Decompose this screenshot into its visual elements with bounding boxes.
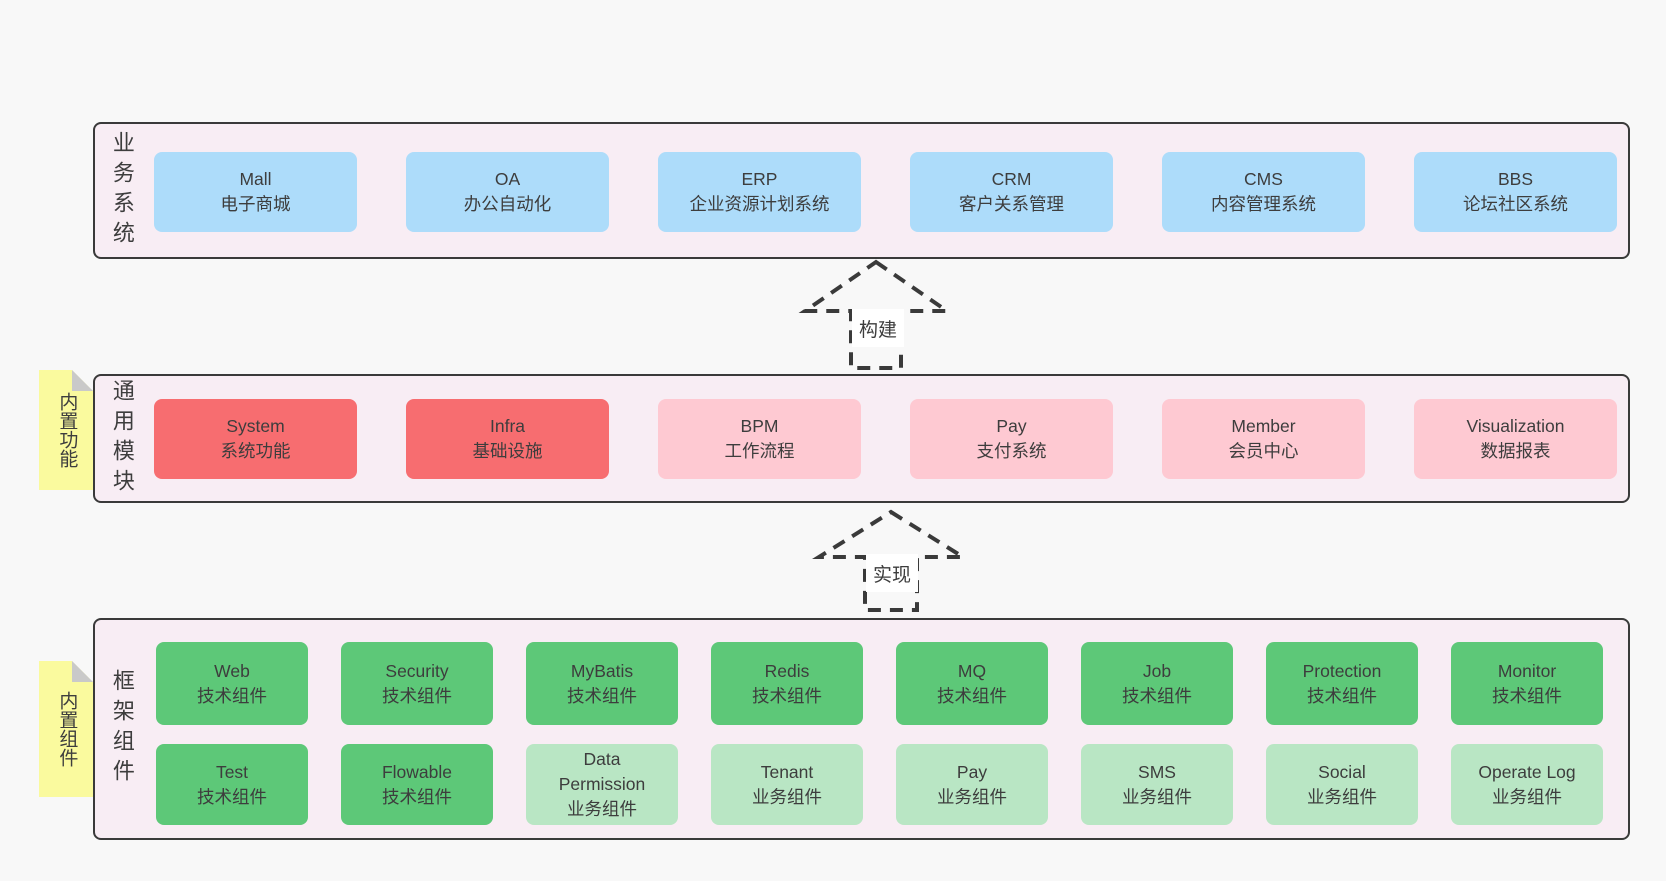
- module-box-mall: Mall 电子商城: [154, 152, 357, 232]
- module-box-oa: OA 办公自动化: [406, 152, 609, 232]
- module-box-title: Pay: [996, 416, 1027, 437]
- module-box-title: ERP: [741, 169, 778, 190]
- module-box-mybatis: MyBatis 技术组件: [526, 642, 678, 725]
- module-box-title: Security: [385, 660, 449, 681]
- module-box-subtitle: 业务组件: [567, 798, 637, 819]
- module-box-pay: Pay 支付系统: [910, 399, 1113, 479]
- module-box-subtitle: 办公自动化: [463, 194, 552, 214]
- module-box-visualization: Visualization 数据报表: [1414, 399, 1617, 479]
- module-box-subtitle: 电子商城: [220, 194, 291, 214]
- module-box-subtitle: 业务组件: [937, 786, 1007, 807]
- module-box-title: Protection: [1302, 660, 1382, 681]
- band-common-modules: 通用模块 System 系统功能 Infra 基础设施 BPM 工作流程 Pay 支付系统 Me…: [93, 374, 1630, 503]
- module-box-social: Social 业务组件: [1266, 744, 1418, 825]
- module-box-tenant: Tenant 业务组件: [711, 744, 863, 825]
- band-label-business-systems: 业务系统: [109, 130, 135, 251]
- module-box-monitor: Monitor 技术组件: [1451, 642, 1603, 725]
- module-box-cms: CMS 内容管理系统: [1162, 152, 1365, 232]
- module-box-pay: Pay 业务组件: [896, 744, 1048, 825]
- module-box-title: System: [226, 416, 285, 437]
- module-box-subtitle: 工作流程: [724, 441, 795, 461]
- module-box-subtitle: 会员中心: [1228, 441, 1299, 461]
- module-box-title: SMS: [1138, 761, 1176, 782]
- module-box-title: CRM: [991, 169, 1032, 190]
- module-box-title: Job: [1142, 660, 1172, 681]
- module-box-subtitle: 技术组件: [752, 685, 822, 706]
- module-box-subtitle: 内容管理系统: [1211, 194, 1316, 214]
- module-box-infra: Infra 基础设施: [406, 399, 609, 479]
- module-box-operate-log: Operate Log 业务组件: [1451, 744, 1603, 825]
- module-box-title: Operate Log: [1478, 761, 1576, 782]
- module-box-erp: ERP 企业资源计划系统: [658, 152, 861, 232]
- module-box-subtitle: 技术组件: [1122, 685, 1192, 706]
- module-box-subtitle: 系统功能: [220, 441, 291, 461]
- module-box-subtitle: 支付系统: [976, 441, 1047, 461]
- module-box-subtitle: 企业资源计划系统: [689, 194, 830, 214]
- module-box-subtitle: 业务组件: [752, 786, 822, 807]
- module-box-subtitle: 业务组件: [1492, 786, 1562, 807]
- module-box-data-permission: Data Permission 业务组件: [526, 744, 678, 825]
- module-box-job: Job 技术组件: [1081, 642, 1233, 725]
- module-box-title: Pay: [956, 761, 988, 782]
- module-box-title: Visualization: [1466, 416, 1565, 437]
- module-box-subtitle: 技术组件: [197, 685, 267, 706]
- module-box-web: Web 技术组件: [156, 642, 308, 725]
- module-box-subtitle: 技术组件: [382, 685, 452, 706]
- module-box-sms: SMS 业务组件: [1081, 744, 1233, 825]
- module-box-subtitle: 客户关系管理: [959, 194, 1064, 214]
- module-box-subtitle: 论坛社区系统: [1463, 194, 1568, 214]
- module-box-subtitle: 数据报表: [1480, 441, 1551, 461]
- module-box-bpm: BPM 工作流程: [658, 399, 861, 479]
- module-box-title: Member: [1231, 416, 1296, 437]
- sticky-fold-icon: [72, 661, 93, 682]
- module-box-security: Security 技术组件: [341, 642, 493, 725]
- module-box-title: Redis: [764, 660, 810, 681]
- module-box-mq: MQ 技术组件: [896, 642, 1048, 725]
- module-box-title: Tenant: [760, 761, 814, 782]
- module-box-title: Flowable: [381, 761, 453, 782]
- box-row: System 系统功能 Infra 基础设施 BPM 工作流程 Pay 支付系统 Member 会…: [154, 399, 1628, 479]
- band-business-systems: 业务系统 Mall 电子商城 OA 办公自动化 ERP 企业资源计划系统 CRM 客户关系管理…: [93, 122, 1630, 259]
- module-box-subtitle: 技术组件: [382, 786, 452, 807]
- module-box-title: Social: [1318, 761, 1366, 782]
- module-box-title: Infra: [489, 416, 526, 437]
- module-box-title: Web: [214, 660, 250, 681]
- sticky-fold-icon: [72, 370, 93, 391]
- module-box-title: MQ: [957, 660, 987, 681]
- arrow-label-build: 构建: [852, 309, 904, 347]
- module-box-subtitle: 技术组件: [197, 786, 267, 807]
- module-box-title: BBS: [1497, 169, 1534, 190]
- module-box-subtitle: 技术组件: [937, 685, 1007, 706]
- module-box-title: Monitor: [1497, 660, 1557, 681]
- module-box-system: System 系统功能: [154, 399, 357, 479]
- module-box-bbs: BBS 论坛社区系统: [1414, 152, 1617, 232]
- arrow-label-implement: 实现: [866, 554, 918, 592]
- module-box-crm: CRM 客户关系管理: [910, 152, 1113, 232]
- module-box-title: BPM: [740, 416, 779, 437]
- module-box-title: Data Permission: [558, 749, 646, 795]
- band-label-framework-components: 框架组件: [109, 669, 135, 789]
- module-box-subtitle: 业务组件: [1307, 786, 1377, 807]
- sticky-note-built-in-components: 内置组件: [39, 661, 93, 797]
- module-box-title: Mall: [239, 169, 272, 190]
- module-box-member: Member 会员中心: [1162, 399, 1365, 479]
- module-box-subtitle: 技术组件: [1307, 685, 1377, 706]
- module-box-title: MyBatis: [570, 660, 634, 681]
- band-label-common-modules: 通用模块: [109, 378, 135, 499]
- module-box-title: Test: [215, 761, 249, 782]
- module-box-protection: Protection 技术组件: [1266, 642, 1418, 725]
- box-row: Mall 电子商城 OA 办公自动化 ERP 企业资源计划系统 CRM 客户关系管理 CMS 内容…: [154, 152, 1628, 232]
- module-box-title: OA: [494, 169, 521, 190]
- module-box-subtitle: 业务组件: [1122, 786, 1192, 807]
- module-box-redis: Redis 技术组件: [711, 642, 863, 725]
- module-box-subtitle: 技术组件: [1492, 685, 1562, 706]
- module-box-test: Test 技术组件: [156, 744, 308, 825]
- module-box-title: CMS: [1244, 169, 1283, 190]
- module-box-subtitle: 技术组件: [567, 685, 637, 706]
- module-box-flowable: Flowable 技术组件: [341, 744, 493, 825]
- module-box-subtitle: 基础设施: [472, 441, 543, 461]
